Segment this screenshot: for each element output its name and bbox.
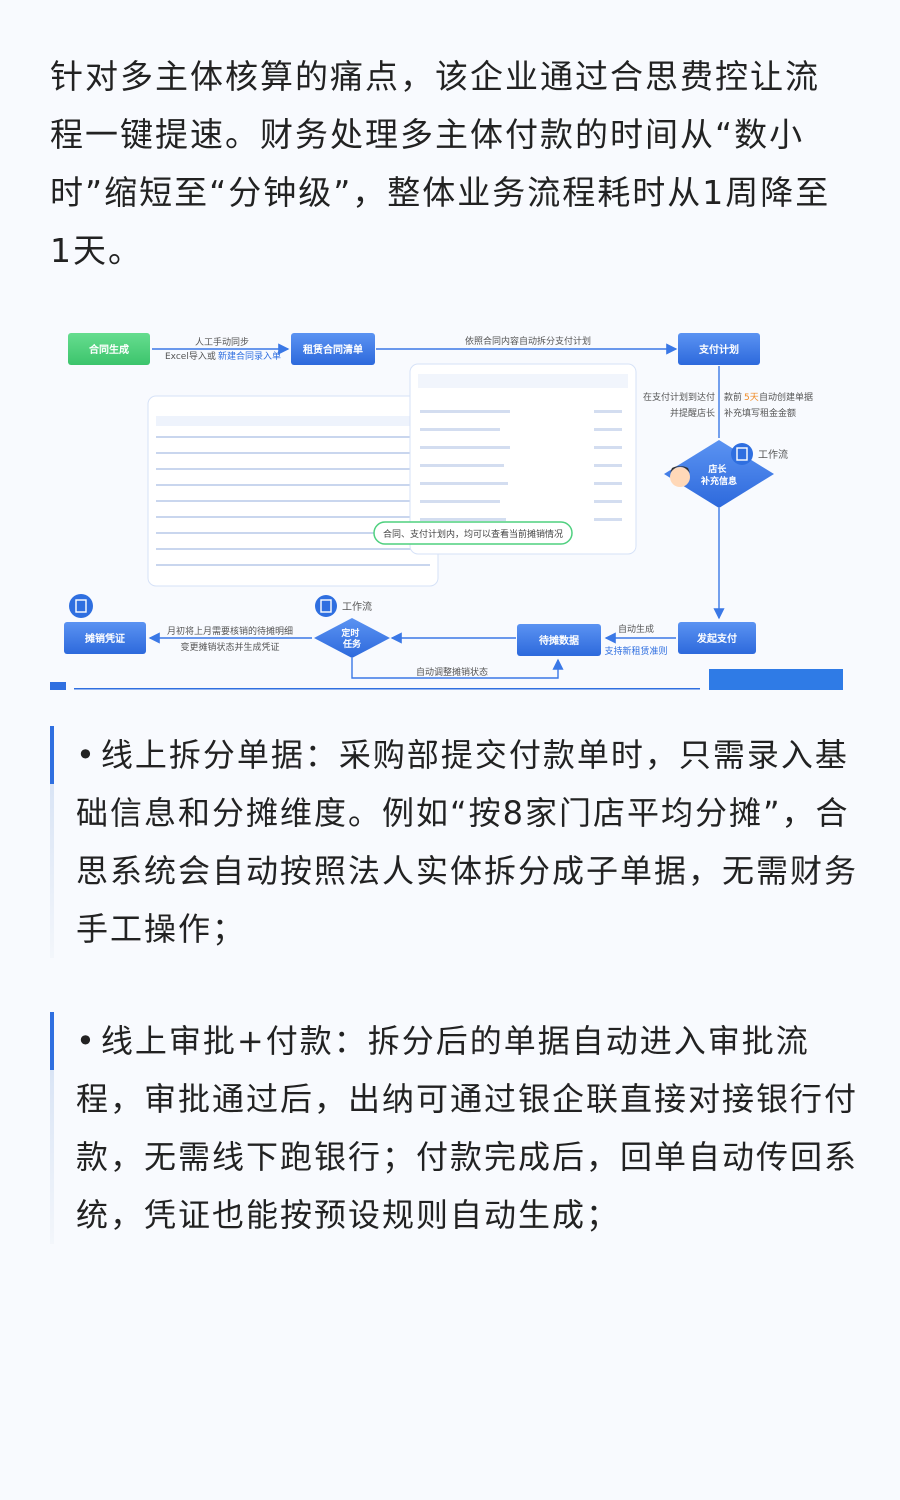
amortization-callout: 合同、支付计划内，均可以查看当前摊销情况 <box>373 521 573 545</box>
label-auto-create-2: 自动创建单据 <box>759 391 813 403</box>
label-monthly-2: 变更摊销状态并生成凭证 <box>180 641 279 653</box>
label-monthly-1: 月初将上月需要核销的待摊明细 <box>167 625 293 637</box>
node-amortization-voucher[interactable]: 摊销凭证 <box>64 622 146 654</box>
intro-paragraph: 针对多主体核算的痛点，该企业通过合思费控让流程一键提速。财务处理多主体付款的时间… <box>50 57 831 270</box>
label-workflow-left: 工作流 <box>342 600 372 613</box>
node-payment-plan[interactable]: 支付计划 <box>678 333 760 365</box>
svg-text:租赁合同清单: 租赁合同清单 <box>303 343 363 356</box>
process-flow-diagram: 合同、支付计划内，均可以查看当前摊销情况 合同生成 租赁合同清单 支付计划 店长… <box>48 318 848 698</box>
bottom-decoration-bar <box>50 669 843 690</box>
node-scheduled-task[interactable]: 定时 任务 <box>314 618 390 658</box>
node-initiate-payment[interactable]: 发起支付 <box>678 622 756 654</box>
node-contract-generation[interactable]: 合同生成 <box>68 333 150 365</box>
bullet-dot: • <box>76 1022 97 1060</box>
voucher-doc-icon <box>69 594 93 618</box>
svg-text:定时 任务: 定时 任务 <box>340 627 362 650</box>
workflow-doc-icon-left <box>315 595 337 617</box>
bullet-online-split: •线上拆分单据：采购部提交付款单时，只需录入基础信息和分摊维度。例如“按8家门店… <box>50 726 876 958</box>
label-support-new-lease: 支持新租赁准则 <box>604 645 667 657</box>
label-auto-create-1: 款前 <box>724 391 742 403</box>
avatar <box>670 466 690 487</box>
label-auto-generate: 自动生成 <box>618 623 654 635</box>
svg-text:支付计划: 支付计划 <box>698 343 739 356</box>
svg-text:店长 补充信息: 店长 补充信息 <box>700 463 737 487</box>
svg-text:发起支付: 发起支付 <box>696 632 737 645</box>
label-excel-import: Excel导入或 <box>165 350 216 362</box>
detail-screenshot-panel <box>409 363 637 555</box>
svg-text:合同、支付计划内，均可以查看当前摊销情况: 合同、支付计划内，均可以查看当前摊销情况 <box>383 528 563 540</box>
label-auto-create-days: 5天 <box>744 393 759 403</box>
svg-text:待摊数据: 待摊数据 <box>539 634 579 647</box>
bullet-online-approval: •线上审批+付款：拆分后的单据自动进入审批流程，审批通过后，出纳可通过银企联直接… <box>50 1012 876 1244</box>
label-workflow-right: 工作流 <box>758 448 788 461</box>
flow-connectors <box>148 343 725 679</box>
bullet-text: 线上拆分单据：采购部提交付款单时，只需录入基础信息和分摊维度。例如“按8家门店平… <box>76 736 859 948</box>
node-lease-contract-list[interactable]: 租赁合同清单 <box>291 333 375 365</box>
label-fill-amount: 补充填写租金金额 <box>724 407 796 419</box>
label-auto-adjust: 自动调整摊销状态 <box>416 666 488 678</box>
workflow-doc-icon-right <box>731 443 753 465</box>
label-auto-split: 依照合同内容自动拆分支付计划 <box>465 335 591 347</box>
svg-text:摊销凭证: 摊销凭证 <box>85 632 125 645</box>
node-pending-amortization[interactable]: 待摊数据 <box>517 624 601 656</box>
bullet-dot: • <box>76 736 97 774</box>
svg-text:合同生成: 合同生成 <box>88 343 129 356</box>
label-excel-import-link: 新建合同录入单 <box>218 350 281 362</box>
label-plan-due-1: 在支付计划到达付 <box>643 391 715 403</box>
list-screenshot-panel <box>147 395 439 587</box>
bullet-text: 线上审批+付款：拆分后的单据自动进入审批流程，审批通过后，出纳可通过银企联直接对… <box>76 1022 859 1234</box>
label-plan-due-2: 并提醒店长 <box>670 407 715 419</box>
label-manual-sync: 人工手动同步 <box>195 336 249 348</box>
